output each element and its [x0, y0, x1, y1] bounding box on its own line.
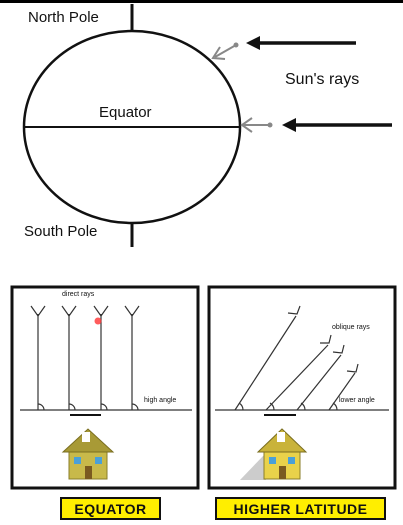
sun-ray-lower	[240, 117, 392, 133]
lower-angle-label: lower angle	[339, 397, 375, 404]
house-icon-left	[61, 428, 115, 480]
direct-rays-label: direct rays	[62, 291, 95, 298]
equator-label: Equator	[99, 104, 152, 121]
north-pole-label: North Pole	[28, 9, 99, 26]
high-angle-label: high angle	[144, 397, 177, 404]
sun-ray-upper	[211, 36, 356, 60]
panel-higher-latitude	[207, 285, 397, 490]
earth-globe	[22, 4, 242, 247]
panel-equator	[10, 285, 200, 490]
south-pole-label: South Pole	[24, 223, 98, 240]
sun-dot	[94, 317, 102, 325]
oblique-rays-label: oblique rays	[332, 324, 370, 331]
top-border	[0, 0, 403, 3]
higher-latitude-badge: HIGHER LATITUDE	[215, 497, 386, 520]
house-icon-right	[240, 428, 308, 480]
equator-badge: EQUATOR	[60, 497, 161, 520]
suns-rays-label: Sun's rays	[285, 71, 360, 88]
